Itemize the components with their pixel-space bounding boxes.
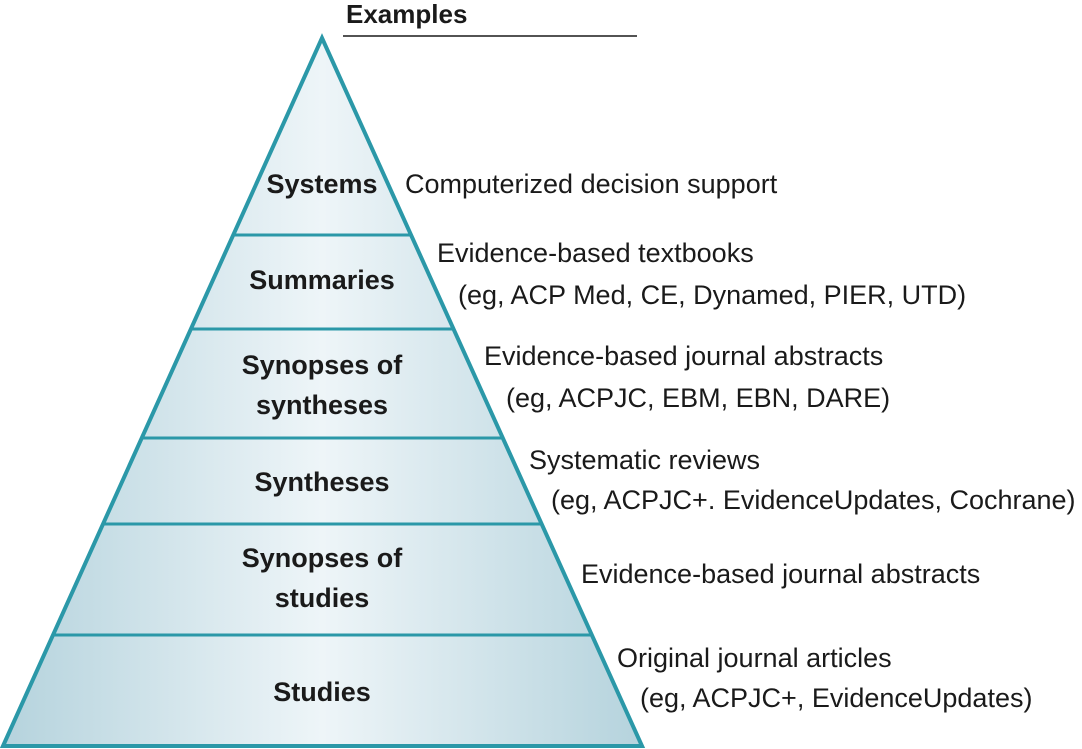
tier-label: studies (275, 583, 370, 613)
tier-label: Syntheses (254, 467, 389, 497)
tier-label: Synopses of (242, 543, 404, 573)
tier-example-title: Evidence-based journal abstracts (581, 559, 980, 589)
tier-dividers (53, 233, 592, 637)
tier-example-title: Evidence-based journal abstracts (484, 341, 883, 371)
tier-studies: Studies Original journal articles (eg, ACP… (273, 643, 1032, 713)
pyramid-tiers: Systems Computerized decision supportSumm… (242, 169, 1076, 713)
tier-label: Summaries (249, 265, 395, 295)
tier-label: Systems (266, 169, 377, 199)
tier-example-title: Original journal articles (617, 643, 892, 673)
tier-example-detail: (eg, ACPJC+, EvidenceUpdates) (640, 683, 1032, 713)
tier-example-detail: (eg, ACP Med, CE, Dynamed, PIER, UTD) (458, 280, 966, 310)
tier-label: syntheses (256, 390, 388, 420)
tier-example-title: Systematic reviews (529, 445, 760, 475)
examples-heading: Examples (346, 0, 467, 29)
tier-syntheses: Syntheses Systematic reviews (eg, ACPJC+. … (254, 445, 1075, 515)
tier-summaries: Summaries Evidence-based textbooks (eg, AC… (249, 238, 966, 310)
tier-example-title: Computerized decision support (405, 169, 778, 199)
pyramid (0, 33, 646, 748)
tier-synopses-of-studies: Synopses of studies Evidence-based journal… (242, 543, 981, 613)
tier-synopses-of-syntheses: Synopses of syntheses Evidence-based journ… (242, 341, 890, 420)
tier-example-title: Evidence-based textbooks (437, 238, 754, 268)
tier-systems: Systems Computerized decision support (266, 169, 777, 199)
tier-label: Studies (273, 677, 371, 707)
tier-example-detail: (eg, ACPJC+. EvidenceUpdates, Cochrane) (551, 485, 1076, 515)
tier-label: Synopses of (242, 350, 404, 380)
tier-example-detail: (eg, ACPJC, EBM, EBN, DARE) (506, 383, 890, 413)
